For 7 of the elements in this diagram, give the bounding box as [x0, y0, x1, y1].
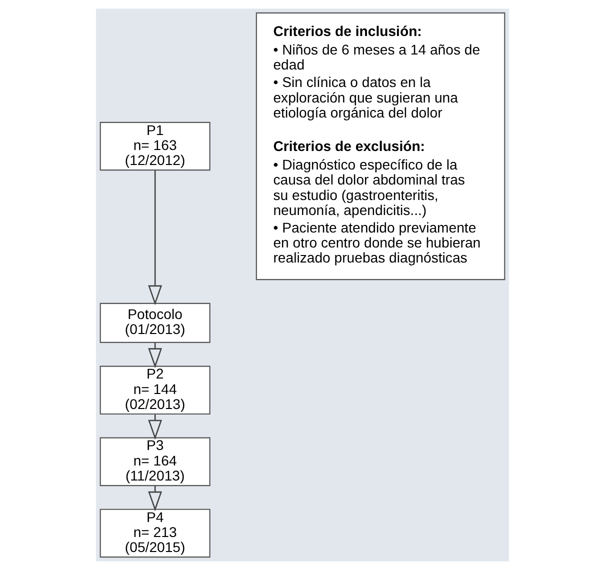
node-box: P2 n= 144 (02/2013): [99, 366, 210, 415]
node-box: Potocolo (01/2013): [99, 302, 210, 343]
node-box: P3 n= 164 (11/2013): [99, 437, 210, 486]
node-box: P4 n= 213 (05/2015): [99, 508, 210, 558]
arrow: [148, 170, 162, 306]
node-box: P1 n= 163 (12/2012): [99, 122, 210, 171]
node-box: Criterios de inclusión: • Niños de 6 meses a 14 años de edad • Sin clínica o datos en la exploración que sugieran una etiología orgánica del dolor Criterios de exclusión: • Diagnóstico específico de la causa del dolor abdominal tras su estudio (gastroenteritis, neumonía, apendicitis...) • Paciente atendido previamente en otro centro donde se hubieran realizado pruebas diagnósticas: [255, 12, 505, 280]
